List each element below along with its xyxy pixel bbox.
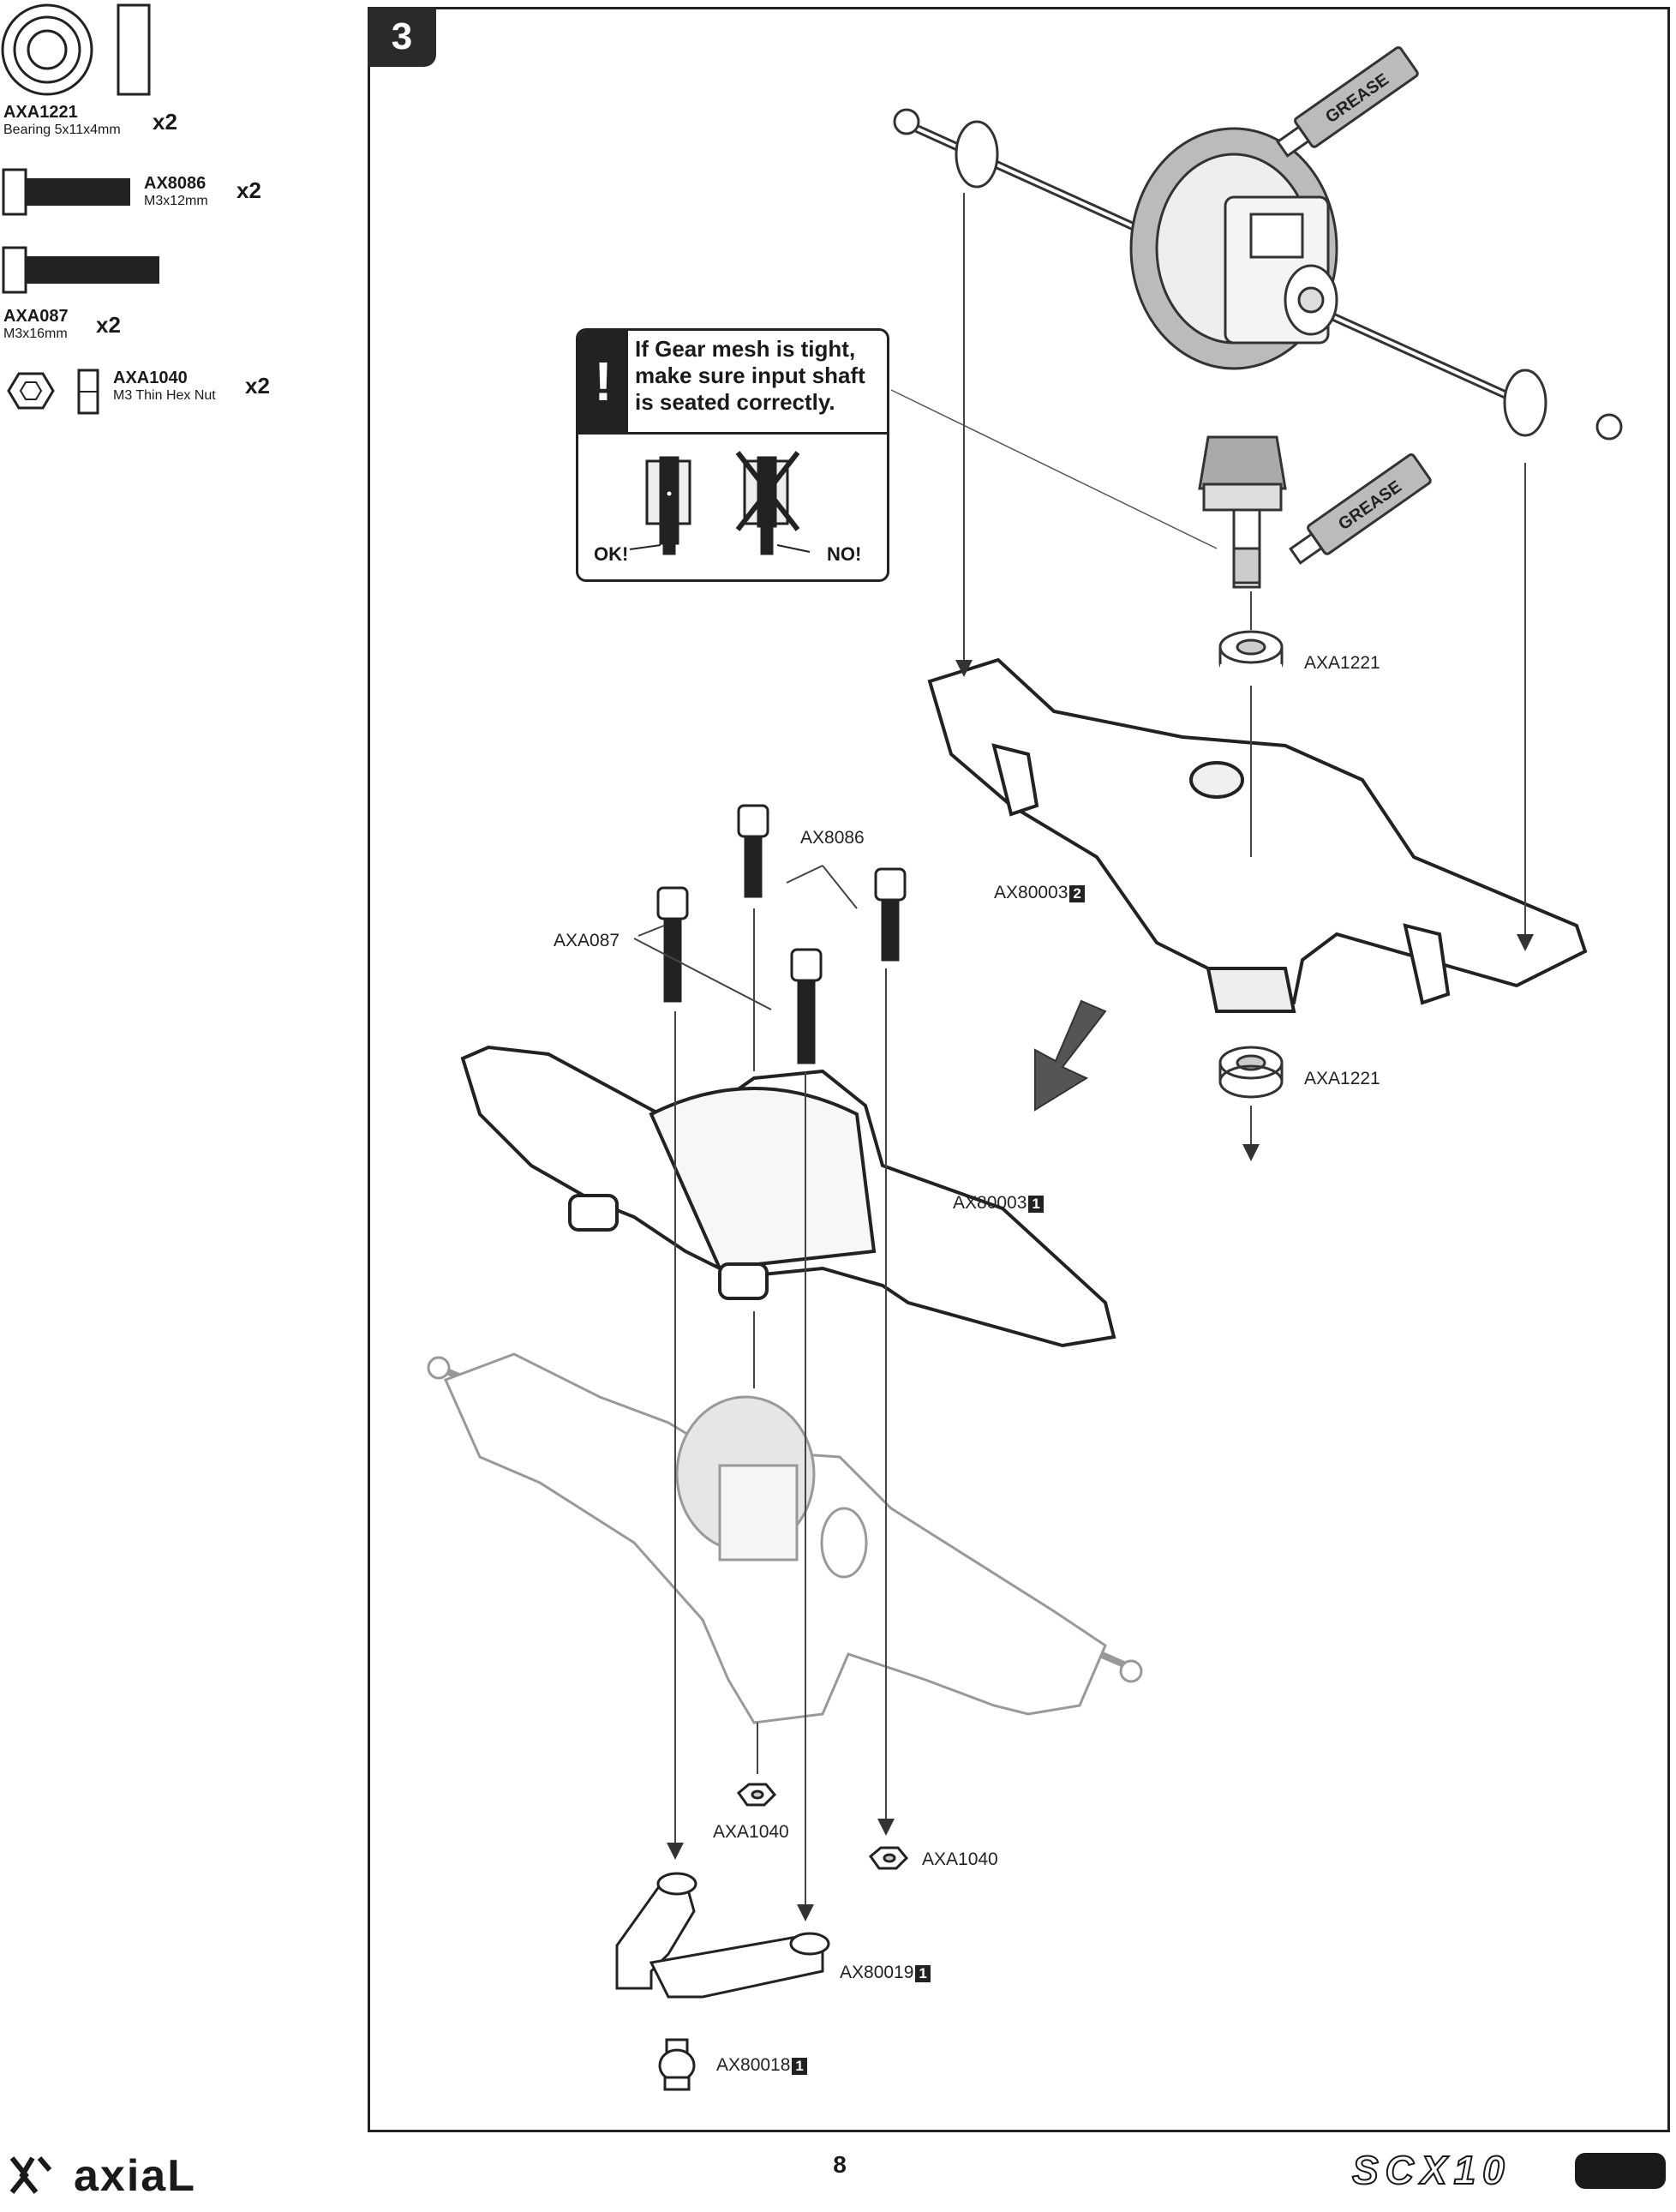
part-qty: x2 (153, 109, 177, 135)
part-number-badge: 1 (792, 2058, 807, 2075)
screw-12mm-icon (2, 168, 130, 216)
no-label: NO! (827, 543, 862, 565)
callout-bearing-top: AXA1221 (1304, 653, 1380, 673)
part-code: AX80018 (716, 2055, 791, 2075)
part-code: AXA1221 (3, 103, 78, 122)
bearing-top (1218, 630, 1284, 681)
part-description: M3x16mm (3, 327, 68, 341)
part-item-axa087: AXA087 M3x16mm (3, 307, 69, 342)
screw-16mm-icon (2, 246, 159, 294)
part-code: AX80019 (840, 1963, 914, 1982)
warning-icon: ! (578, 331, 628, 432)
part-description: M3x12mm (144, 194, 208, 208)
part-item-ax8086: AX8086 M3x12mm (144, 174, 208, 209)
ok-label: OK! (594, 543, 629, 565)
part-qty: x2 (96, 312, 121, 338)
screw-ax8086-right (874, 867, 907, 962)
callout-bearing-bottom: AXA1221 (1304, 1069, 1380, 1088)
page-number: 8 (833, 2151, 847, 2178)
part-code: AXA1040 (113, 369, 188, 387)
axial-logo: axiaL (5, 2149, 279, 2212)
part-item-axa1221: AXA1221 Bearing 5x11x4mm (3, 103, 121, 138)
screw-axa087-left (656, 886, 689, 1003)
brand-logo-text: axiaL (74, 2151, 196, 2201)
grease-tube-mid-icon: GREASE (1289, 453, 1432, 565)
nut-axa1040-left (736, 1783, 777, 1807)
part-qty: x2 (236, 177, 261, 203)
differential-assembly (893, 108, 1623, 441)
callout-nut-right: AXA1040 (922, 1849, 998, 1869)
grease-tube-top-icon: GREASE (1276, 46, 1419, 158)
screw-ax8086-left (737, 804, 769, 898)
part-code: AXA087 (3, 307, 69, 326)
axle-assembly-preview (427, 1352, 1143, 1724)
step-frame (368, 7, 1670, 2132)
scx10-logo: SCX10 (1344, 2147, 1669, 2197)
part-item-axa1040: AXA1040 M3 Thin Hex Nut (113, 369, 216, 404)
part-description: Bearing 5x11x4mm (3, 123, 121, 137)
scx10-logo-icon: SCX10 (1351, 2147, 1666, 2193)
guide-lines (633, 193, 1534, 1921)
callout-screw-ax8086: AX8086 (800, 828, 865, 848)
direction-arrow-icon (1034, 999, 1107, 1112)
parts-illustrations (1, 3, 159, 415)
bearing-bottom (1218, 1046, 1284, 1099)
part-description: M3 Thin Hex Nut (113, 388, 216, 403)
hex-nut-icon (7, 369, 99, 415)
axial-logo-icon: axiaL (9, 2151, 196, 2201)
part-code: AX80003 (953, 1193, 1027, 1213)
part-code: AX80003 (994, 883, 1068, 902)
nut-axa1040-right (868, 1846, 909, 1870)
warning-leader-line (890, 389, 1218, 549)
callout-screw-axa087: AXA087 (554, 931, 620, 950)
part-number-badge: 1 (1028, 1196, 1044, 1213)
warning-illustration (629, 451, 811, 555)
part-qty: x2 (245, 373, 270, 399)
part-code: AX8086 (144, 174, 207, 193)
step-number-badge: 3 (368, 7, 436, 67)
ball-stud (658, 2038, 696, 2091)
callout-nut-left: AXA1040 (713, 1822, 789, 1842)
pinion-gear (1198, 435, 1287, 589)
axle-housing-lower (460, 1045, 1116, 1348)
link-mount (615, 1872, 830, 1999)
part-number-badge: 2 (1069, 885, 1085, 902)
warning-divider (578, 432, 887, 435)
part-number-badge: 1 (915, 1965, 931, 1982)
warning-box: ! If Gear mesh is tight, make sure input… (576, 328, 889, 582)
screw-axa087-right (790, 948, 823, 1064)
product-logo-text: SCX10 (1352, 2148, 1511, 2192)
warning-text: If Gear mesh is tight, make sure input s… (635, 336, 865, 415)
assembly-illustration: GREASE GREASE (427, 46, 1623, 2091)
bearing-icon (1, 3, 151, 96)
axle-housing-upper (927, 657, 1588, 1014)
